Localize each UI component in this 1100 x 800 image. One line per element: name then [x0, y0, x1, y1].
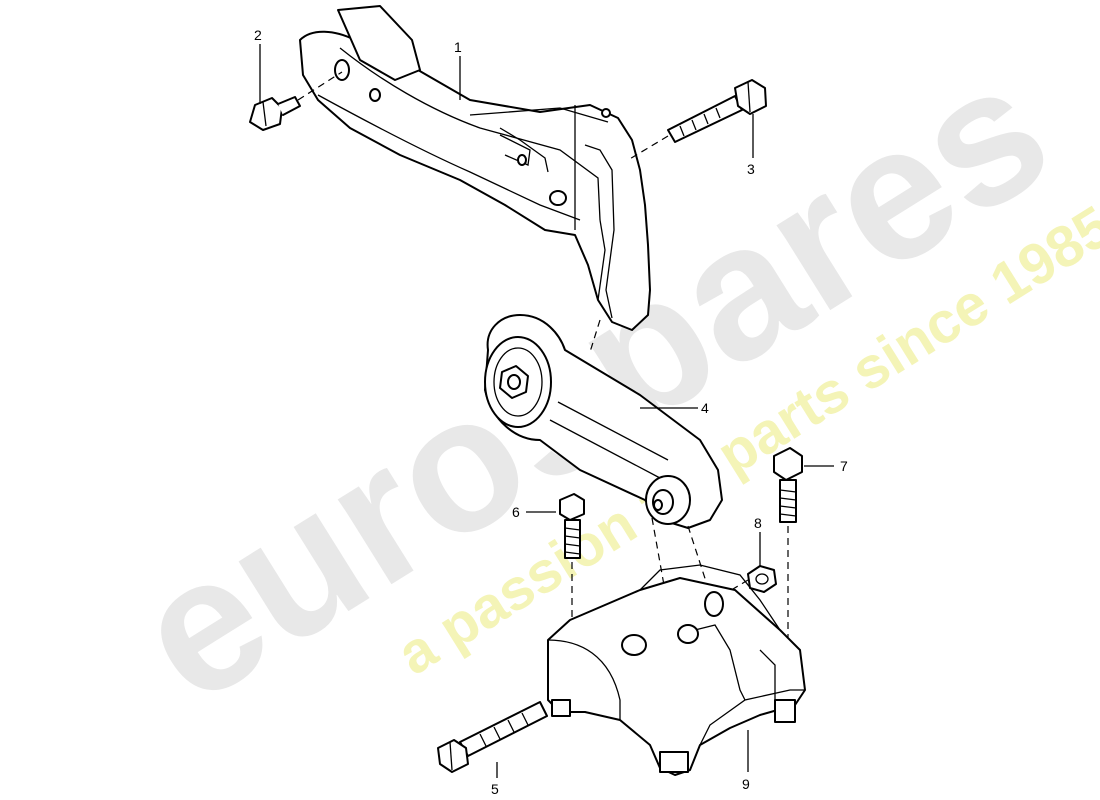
callout-1: 1 — [454, 39, 462, 55]
callout-7: 7 — [840, 458, 848, 474]
callout-9: 9 — [742, 776, 750, 792]
alignment-line-left — [651, 517, 673, 631]
part-6-bolt[interactable] — [559, 493, 585, 630]
callout-6: 6 — [512, 504, 520, 520]
callout-4: 4 — [701, 400, 709, 416]
callout-5: 5 — [491, 781, 499, 797]
part-7-bolt[interactable] — [773, 447, 803, 650]
part-5-bolt[interactable] — [437, 701, 548, 773]
part-9-base-mount[interactable] — [547, 564, 806, 776]
part-3-bolt[interactable] — [627, 79, 767, 161]
callout-2: 2 — [254, 27, 262, 43]
part-4-torque-rod[interactable] — [484, 314, 723, 529]
callout-8: 8 — [754, 515, 762, 531]
callout-3: 3 — [747, 161, 755, 177]
part-2-bolt[interactable] — [249, 71, 343, 131]
part-1-bracket[interactable] — [299, 5, 651, 331]
